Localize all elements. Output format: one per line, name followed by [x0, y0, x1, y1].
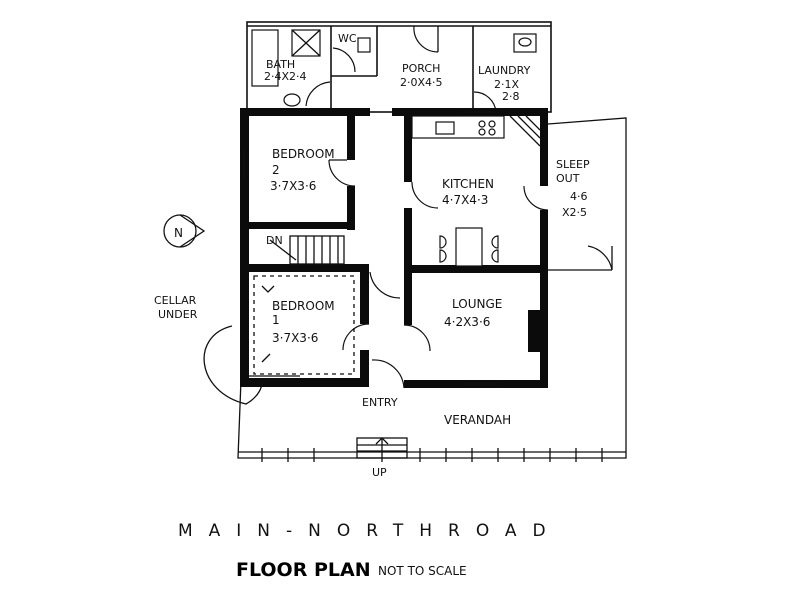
- lounge-size: 4·2X3·6: [444, 315, 490, 329]
- verandah-outline: [237, 117, 627, 462]
- kitchen-label: KITCHEN: [442, 177, 494, 191]
- cellar-leader: [203, 325, 263, 405]
- verandah-posts: [261, 448, 603, 462]
- rear-wing-walls: [246, 21, 552, 113]
- bedroom2-label: BEDROOM: [272, 147, 335, 161]
- road-name: MAIN-NORTHROAD: [178, 521, 562, 541]
- sleepout-size-a: 4·6: [570, 190, 588, 203]
- porch-label: PORCH: [402, 62, 440, 75]
- north-arrow-label: N: [174, 226, 183, 240]
- laundry-size-b: 2·8: [502, 90, 520, 103]
- toilet-fixture: [357, 37, 371, 53]
- cellar-label-b: UNDER: [158, 308, 198, 321]
- bedroom2-number: 2: [272, 163, 280, 177]
- bath-size: 2·4X2·4: [264, 70, 307, 83]
- basin-fixture: [283, 93, 301, 107]
- front-steps: [356, 437, 408, 462]
- sleepout-label-a: SLEEP: [556, 158, 590, 171]
- bedroom1-number: 1: [272, 313, 280, 327]
- cellar-outline: [253, 275, 355, 375]
- kitchen-fixtures: [411, 115, 541, 267]
- wc-label: WC: [338, 32, 357, 45]
- scale-note: NOT TO SCALE: [378, 564, 467, 578]
- bedroom1-label: BEDROOM: [272, 299, 335, 313]
- verandah-label: VERANDAH: [444, 413, 511, 427]
- cellar-label-a: CELLAR: [154, 294, 197, 307]
- stair-down-label: DN: [266, 234, 283, 247]
- laundry-label: LAUNDRY: [478, 64, 531, 77]
- bedroom1-size: 3·7X3·6: [272, 331, 318, 345]
- bathtub-fixture: [251, 29, 279, 87]
- up-label: UP: [372, 466, 387, 479]
- windows: [243, 111, 500, 385]
- bath-label: BATH: [266, 58, 295, 71]
- north-arrow: N: [163, 214, 206, 248]
- sleepout-label-b: OUT: [556, 172, 580, 185]
- dining-table: [455, 227, 483, 267]
- entry-label: ENTRY: [362, 396, 398, 409]
- interior-doors: [328, 159, 549, 389]
- sleepout-size-b: X2·5: [562, 206, 587, 219]
- plan-title: FLOOR PLAN: [236, 559, 371, 581]
- laundry-size-a: 2·1X: [494, 78, 519, 91]
- lounge-label: LOUNGE: [452, 297, 502, 311]
- bedroom2-size: 3·7X3·6: [270, 179, 316, 193]
- kitchen-size: 4·7X4·3: [442, 193, 488, 207]
- porch-size: 2·0X4·5: [400, 76, 443, 89]
- fireplace: [528, 310, 542, 352]
- stair-down: [269, 235, 345, 265]
